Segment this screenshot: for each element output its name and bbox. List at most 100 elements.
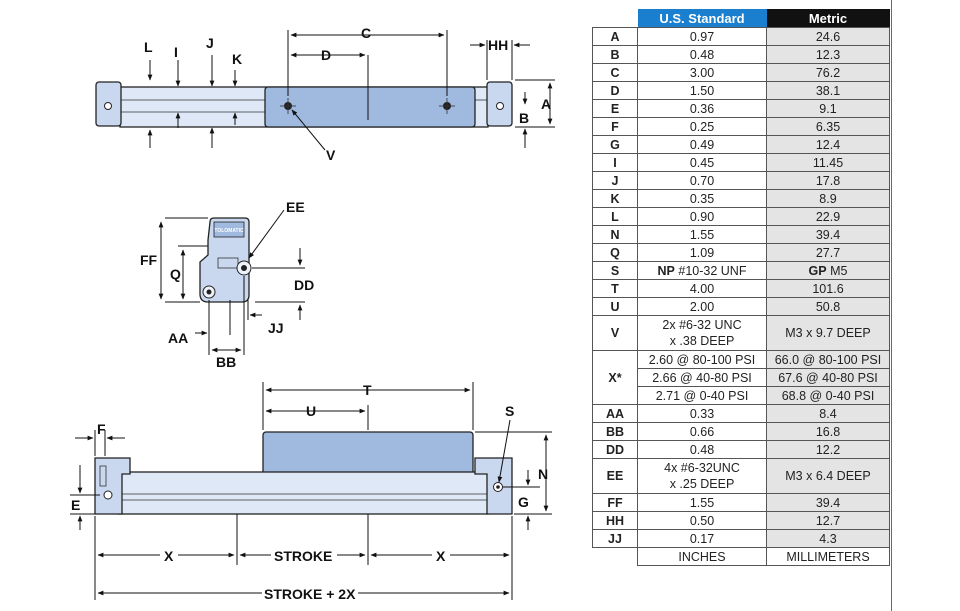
row-label: F <box>592 117 638 136</box>
us-value: 2.66 @ 40-80 PSI <box>637 368 767 387</box>
row-label: EE <box>592 458 638 494</box>
row-label: G <box>592 135 638 154</box>
metric-thread: M5 <box>830 263 848 278</box>
us-value: 0.66 <box>637 422 767 441</box>
us-value: 0.50 <box>637 511 767 530</box>
units-us: INCHES <box>637 547 767 566</box>
dim-label-stroke-total: STROKE + 2X <box>264 586 356 602</box>
dim-label-i: I <box>174 44 178 60</box>
dimension-drawing: C D L I J K HH A B V TOLOMATIC <box>70 25 555 602</box>
row-label: A <box>592 27 638 46</box>
dim-label-x-left: X <box>164 548 174 564</box>
dim-label-n: N <box>538 466 548 482</box>
us-thread: #10-32 UNF <box>678 263 747 278</box>
metric-value: 50.8 <box>766 297 890 316</box>
row-label: E <box>592 99 638 118</box>
metric-value: M3 x 9.7 DEEP <box>766 315 890 351</box>
row-label: L <box>592 207 638 226</box>
row-label: DD <box>592 440 638 459</box>
row-label: BB <box>592 422 638 441</box>
metric-value: 12.2 <box>766 440 890 459</box>
us-value: 0.49 <box>637 135 767 154</box>
us-value: 0.48 <box>637 440 767 459</box>
row-label: AA <box>592 404 638 423</box>
row-label: FF <box>592 493 638 512</box>
metric-value: 6.35 <box>766 117 890 136</box>
dim-label-jj: JJ <box>268 320 284 336</box>
us-value: 2.60 @ 80-100 PSI <box>637 350 767 369</box>
dim-label-c: C <box>361 25 371 41</box>
page-edge-rule <box>891 0 892 611</box>
dim-label-hh: HH <box>488 37 508 53</box>
metric-value: 67.6 @ 40-80 PSI <box>766 368 890 387</box>
dim-label-x-right: X <box>436 548 446 564</box>
end-view: TOLOMATIC EE FF Q DD AA BB JJ <box>140 199 314 370</box>
metric-value: 9.1 <box>766 99 890 118</box>
dim-label-q: Q <box>170 266 181 282</box>
metric-prefix: GP <box>808 263 827 278</box>
dim-label-aa: AA <box>168 330 188 346</box>
dim-label-f: F <box>97 421 106 437</box>
row-label: B <box>592 45 638 64</box>
us-value: 0.36 <box>637 99 767 118</box>
units-metric: MILLIMETERS <box>766 547 890 566</box>
metric-value: 4.3 <box>766 529 890 548</box>
row-label: X* <box>592 350 638 405</box>
dim-label-k: K <box>232 51 242 67</box>
dim-label-t: T <box>363 382 372 398</box>
row-label: I <box>592 153 638 172</box>
row-label: K <box>592 189 638 208</box>
dim-label-ee: EE <box>286 199 305 215</box>
metric-value: 16.8 <box>766 422 890 441</box>
dim-label-bb: BB <box>216 354 236 370</box>
metric-value: 27.7 <box>766 243 890 262</box>
row-label: JJ <box>592 529 638 548</box>
top-view: C D L I J K HH A B V <box>95 25 555 163</box>
us-value: 2.71 @ 0-40 PSI <box>637 386 767 405</box>
dim-label-s: S <box>505 403 514 419</box>
metric-value: 101.6 <box>766 279 890 298</box>
metric-value: 17.8 <box>766 171 890 190</box>
dim-label-v: V <box>326 147 336 163</box>
dim-label-j: J <box>206 35 214 51</box>
table-header-row: U.S. Standard Metric <box>592 9 890 28</box>
us-prefix: NP <box>657 263 675 278</box>
row-label: C <box>592 63 638 82</box>
metric-value: 11.45 <box>766 153 890 172</box>
table-row-s: S NP #10-32 UNF GP M5 <box>592 261 890 280</box>
table-row-x: 2.71 @ 0-40 PSI 68.8 @ 0-40 PSI <box>593 386 890 405</box>
metric-value: 12.4 <box>766 135 890 154</box>
dim-label-dd: DD <box>294 277 314 293</box>
row-label: N <box>592 225 638 244</box>
metric-value: 39.4 <box>766 225 890 244</box>
metric-value: 12.3 <box>766 45 890 64</box>
dim-label-a: A <box>541 96 551 112</box>
us-value: 0.70 <box>637 171 767 190</box>
row-label: V <box>592 315 638 351</box>
us-value: 0.45 <box>637 153 767 172</box>
us-value: 0.35 <box>637 189 767 208</box>
metric-value: 68.8 @ 0-40 PSI <box>766 386 890 405</box>
row-label: HH <box>592 511 638 530</box>
table-row-x: 2.66 @ 40-80 PSI 67.6 @ 40-80 PSI <box>593 368 890 387</box>
metric-value: 76.2 <box>766 63 890 82</box>
mount-hole-right <box>439 98 455 114</box>
metric-value: 24.6 <box>766 27 890 46</box>
us-value: 0.90 <box>637 207 767 226</box>
table-row-x: X* 2.60 @ 80-100 PSI 66.0 @ 80-100 PSI <box>592 350 890 405</box>
